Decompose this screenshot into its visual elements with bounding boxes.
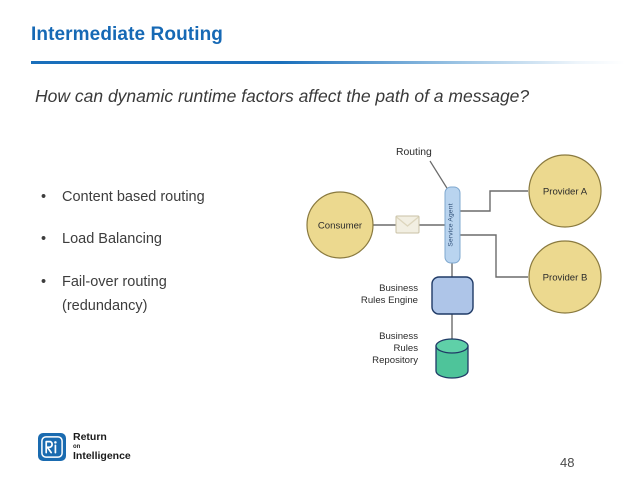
business-rules-repository-label-line2: Rules	[393, 343, 418, 354]
service-agent-node: Service Agent	[444, 186, 461, 264]
logo-mark-icon	[38, 432, 66, 461]
provider-b-label: Provider B	[543, 273, 588, 284]
bullet-marker: •	[41, 189, 47, 205]
provider-a-label: Provider A	[543, 187, 588, 198]
bullet-marker: •	[41, 231, 47, 248]
list-item: • Fail-over routing (redundancy)	[36, 271, 296, 318]
subtitle-question: How can dynamic runtime factors affect t…	[35, 86, 530, 106]
routing-leader-line	[429, 160, 451, 194]
business-rules-repository-label-line3: Repository	[372, 355, 418, 366]
page-number: 48	[560, 455, 575, 470]
consumer-node: Consumer	[306, 191, 374, 259]
logo-line-1: Return	[73, 431, 107, 443]
connector-agent-to-provider-b	[455, 234, 528, 278]
company-logo: Return on Intelligence	[38, 432, 131, 461]
routing-annotation-label: Routing	[396, 147, 432, 158]
provider-b-node: Provider B	[528, 240, 602, 314]
provider-a-node: Provider A	[528, 154, 602, 228]
business-rules-engine-label-line1: Business	[379, 283, 418, 294]
routing-architecture-diagram: Routing Consumer Service Agent Provider …	[300, 135, 635, 385]
bullet-text: Fail-over routing	[62, 273, 167, 290]
logo-line-2: on	[73, 443, 81, 450]
list-item: • Content based routing	[36, 186, 296, 208]
bullet-text: Content based routing	[62, 189, 205, 205]
title-divider	[31, 61, 625, 64]
bullet-marker: •	[41, 273, 47, 290]
logo-wordmark: Return on Intelligence	[73, 432, 131, 461]
logo-line-3: Intelligence	[73, 449, 131, 462]
list-item: • Load Balancing	[36, 228, 296, 250]
bullet-text: Load Balancing	[62, 231, 162, 248]
bullet-list: • Content based routing • Load Balancing…	[36, 186, 296, 338]
business-rules-engine-label-line2: Rules Engine	[361, 295, 418, 306]
service-agent-label: Service Agent	[448, 203, 455, 246]
business-rules-repository-label-line1: Business	[379, 331, 418, 342]
business-rules-engine-node: Business Rules Engine	[361, 276, 474, 315]
bullet-text-continuation: (redundancy)	[62, 298, 148, 315]
page-title: Intermediate Routing	[31, 24, 224, 45]
business-rules-repository-node: Business Rules Repository	[372, 331, 469, 379]
envelope-icon	[395, 215, 420, 234]
connector-agent-to-provider-a	[455, 190, 528, 212]
consumer-label: Consumer	[318, 221, 363, 232]
